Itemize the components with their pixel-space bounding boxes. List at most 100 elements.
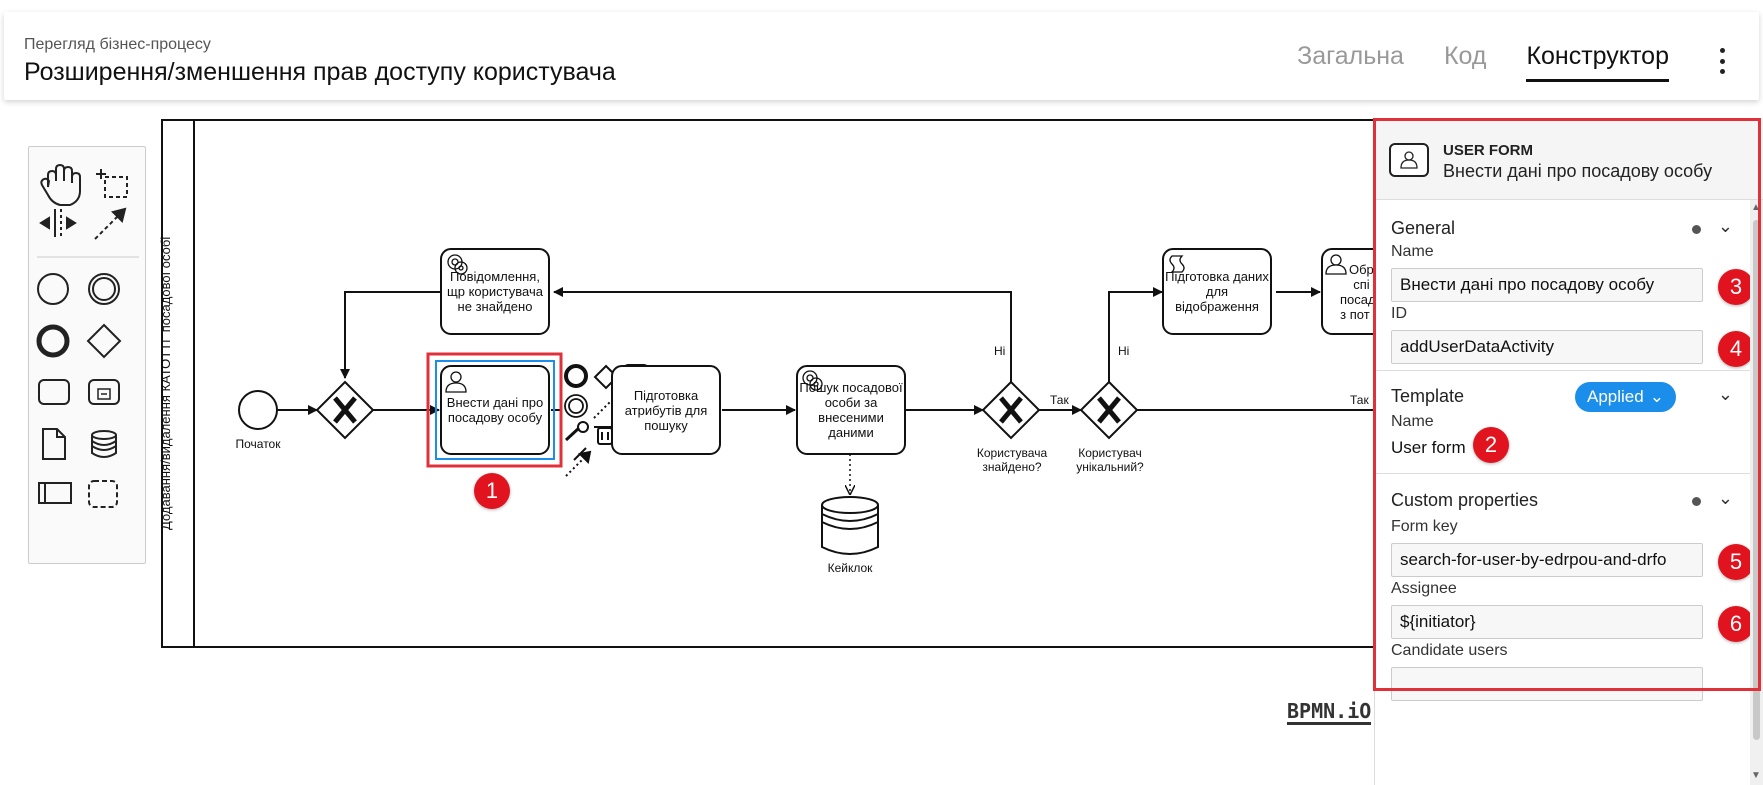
task-user-form-label: Внести дані про посадову особу: [446, 395, 544, 425]
connect-icon[interactable]: [593, 401, 611, 419]
pool-tool-icon[interactable]: [38, 482, 72, 504]
element-type: USER FORM: [1443, 142, 1533, 159]
group-custom-header[interactable]: Custom properties ⌄: [1375, 480, 1751, 520]
group-general-header[interactable]: General ⌄: [1375, 208, 1751, 248]
gateway-user-found[interactable]: [981, 380, 1041, 440]
task-prepare-display-label: Підготовка даних для відображення: [1165, 269, 1269, 314]
divider: [1375, 370, 1751, 371]
user-form-icon: [1389, 143, 1429, 177]
subprocess-tool-icon[interactable]: [88, 379, 120, 405]
tab-code[interactable]: Код: [1443, 42, 1487, 70]
task-search[interactable]: [796, 365, 906, 455]
end-event-tool-icon[interactable]: [36, 324, 70, 358]
template-name-value: User form: [1391, 438, 1466, 457]
badge-2: 2: [1473, 427, 1509, 463]
panel-header: USER FORM Внести дані про посадову особу: [1375, 118, 1763, 200]
start-event[interactable]: [238, 390, 278, 430]
chevron-down-icon[interactable]: ⌄: [1717, 216, 1733, 236]
gateway-found-label: Користувача знайдено?: [976, 446, 1048, 474]
append-intermediate-event-icon[interactable]: [564, 394, 588, 418]
gateway-user-unique[interactable]: [1079, 380, 1139, 440]
template-name-label: Name: [1391, 413, 1434, 430]
badge-5: 5: [1718, 544, 1754, 580]
group-custom-title: Custom properties: [1391, 490, 1539, 510]
start-event-label: Початок: [235, 437, 281, 451]
tab-general[interactable]: Загальна: [1297, 42, 1404, 70]
candidate-users-input[interactable]: [1391, 667, 1703, 701]
properties-panel: USER FORM Внести дані про посадову особу…: [1374, 118, 1763, 785]
chevron-down-icon: ⌄: [1649, 387, 1664, 406]
badge-4: 4: [1718, 331, 1754, 367]
connect-tool-icon[interactable]: [94, 207, 127, 240]
data-object-tool-icon[interactable]: [42, 428, 66, 460]
script-task-icon: [1169, 255, 1185, 273]
gateway-unique-label: Користувач унікальний?: [1076, 446, 1144, 474]
scroll-down-icon[interactable]: ▼: [1751, 770, 1761, 781]
badge-1: 1: [474, 473, 510, 509]
lane-label: Додавання/видалення КАТОТТГ посадової ос…: [158, 236, 173, 530]
view-tabs: Загальна Код Конструктор: [1297, 42, 1669, 82]
service-task-gear-icon: [802, 370, 823, 391]
form-key-input[interactable]: [1391, 543, 1703, 577]
id-label: ID: [1391, 305, 1407, 322]
tool-palette: [28, 146, 146, 564]
divider: [1375, 473, 1751, 474]
task-search-label: Пошук посадової особи за внесеними даним…: [799, 380, 903, 440]
badge-3: 3: [1718, 269, 1754, 305]
flow-label-no-1: Ні: [994, 344, 1006, 358]
page-header: Перегляд бізнес-процесу Розширення/зменш…: [4, 12, 1759, 100]
chevron-down-icon[interactable]: ⌄: [1717, 488, 1733, 508]
data-store-label: Кейклок: [827, 561, 873, 575]
group-general-title: General: [1391, 218, 1456, 238]
flow-label-yes-1: Так: [1050, 393, 1069, 407]
append-end-event-icon[interactable]: [564, 364, 588, 388]
lasso-tool-icon[interactable]: [96, 169, 128, 198]
group-template-header[interactable]: Template Applied ⌄ ⌄: [1375, 376, 1751, 416]
service-task-gear-icon: [447, 254, 468, 275]
chevron-down-icon[interactable]: ⌄: [1717, 384, 1733, 404]
bpmn-io-logo[interactable]: BPMN.iO: [1287, 699, 1372, 725]
applied-label: Applied: [1587, 387, 1644, 406]
element-name: Внести дані про посадову особу: [1443, 161, 1713, 181]
scroll-up-icon[interactable]: ▲: [1751, 202, 1761, 213]
id-input[interactable]: [1391, 330, 1703, 364]
task-notify-label: Повідомлення, щр користувача не знайдено: [447, 269, 543, 314]
scroll-thumb[interactable]: [1753, 220, 1760, 740]
data-store-keycloak[interactable]: [821, 496, 879, 555]
user-task-person-icon: [1325, 254, 1347, 275]
name-label: Name: [1391, 243, 1434, 260]
group-tool-icon[interactable]: [88, 480, 118, 508]
hand-tool-icon[interactable]: [40, 163, 81, 206]
template-applied-dropdown[interactable]: Applied ⌄: [1575, 382, 1676, 412]
badge-6: 6: [1718, 606, 1754, 642]
assignee-label: Assignee: [1391, 580, 1457, 597]
task-tool-icon[interactable]: [38, 379, 70, 405]
flow-label-no-2: Ні: [1118, 344, 1130, 358]
panel-scrollbar[interactable]: ▲ ▼: [1750, 200, 1763, 785]
more-menu-icon[interactable]: [1717, 48, 1727, 74]
task-partial-right-label: Обр спі посадо з пот П: [1340, 261, 1374, 322]
group-template-title: Template: [1391, 386, 1465, 406]
space-tool-icon[interactable]: [39, 209, 77, 237]
task-prepare-display[interactable]: [1162, 248, 1272, 335]
task-prepare-attrs-label: Підготовка атрибутів для пошуку: [624, 387, 708, 433]
tab-constructor[interactable]: Конструктор: [1526, 42, 1669, 82]
user-task-person-icon: [445, 371, 467, 393]
append-connection-icon[interactable]: [565, 447, 592, 477]
merge-gateway[interactable]: [315, 380, 375, 440]
task-notify[interactable]: [440, 248, 550, 335]
form-key-label: Form key: [1391, 518, 1458, 535]
task-prepare-attrs[interactable]: [611, 365, 721, 455]
candidate-users-label: Candidate users: [1391, 642, 1508, 659]
task-user-form[interactable]: [426, 352, 563, 468]
data-store-tool-icon[interactable]: [91, 430, 117, 458]
intermediate-event-tool-icon[interactable]: [88, 273, 120, 305]
flow-label-yes-2: Так: [1350, 393, 1369, 407]
data-indicator-dot: [1692, 497, 1701, 506]
start-event-tool-icon[interactable]: [37, 273, 69, 305]
assignee-input[interactable]: [1391, 605, 1703, 639]
wrench-icon[interactable]: [564, 421, 589, 442]
name-input[interactable]: [1391, 268, 1703, 302]
gateway-tool-icon[interactable]: [86, 323, 122, 359]
